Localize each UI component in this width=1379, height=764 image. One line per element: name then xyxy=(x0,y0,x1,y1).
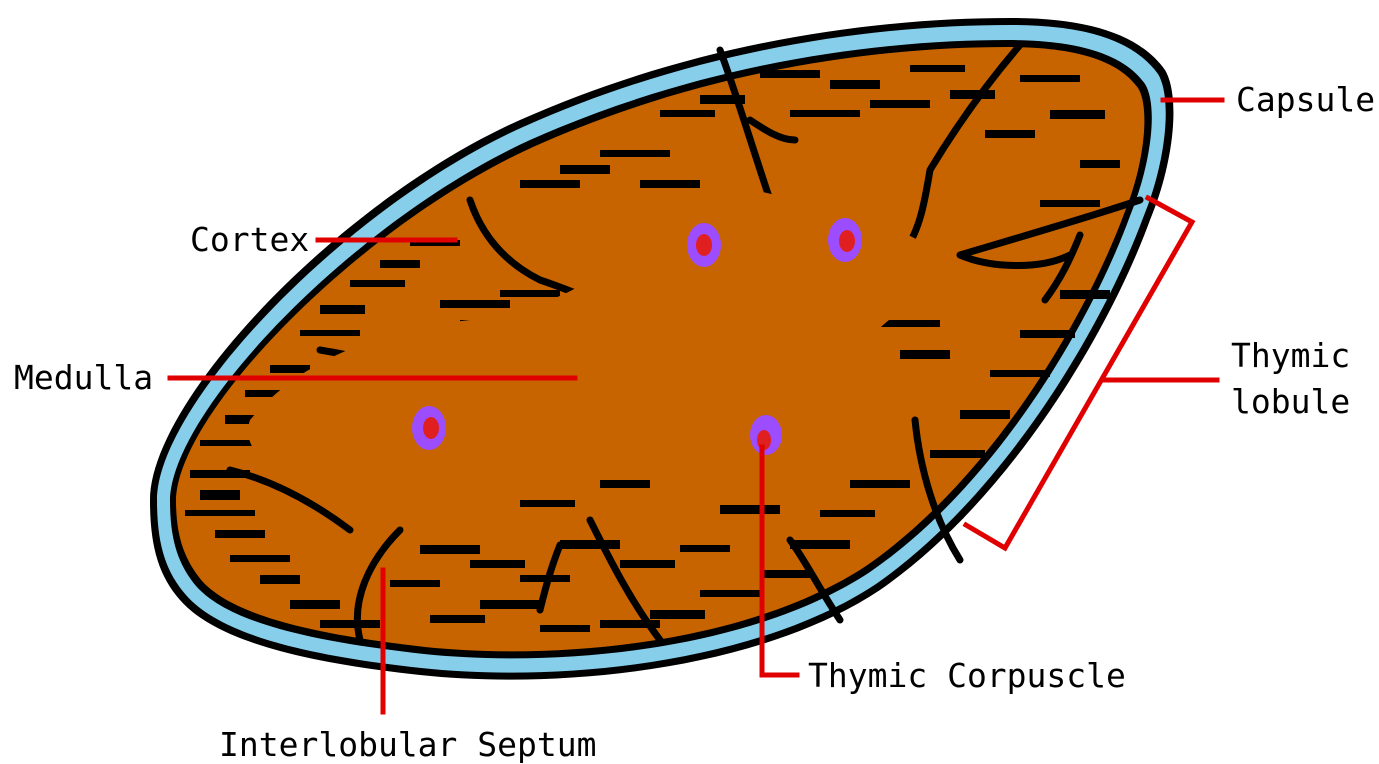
thymic-corpuscle-1 xyxy=(687,223,721,267)
label-medulla: Medulla xyxy=(14,358,153,397)
thymic-corpuscle-3 xyxy=(412,406,446,450)
label-capsule: Capsule xyxy=(1236,80,1375,119)
label-thymic-lobule-line2: lobule xyxy=(1231,382,1350,421)
thymic-corpuscle-4 xyxy=(750,415,782,455)
thymic-corpuscle-2 xyxy=(828,218,862,262)
label-interlobular-septum: Interlobular Septum xyxy=(219,725,597,764)
label-thymic-corpuscle: Thymic Corpuscle xyxy=(808,656,1126,695)
label-thymic-lobule-line1: Thymic xyxy=(1231,336,1350,375)
label-cortex: Cortex xyxy=(190,220,309,259)
